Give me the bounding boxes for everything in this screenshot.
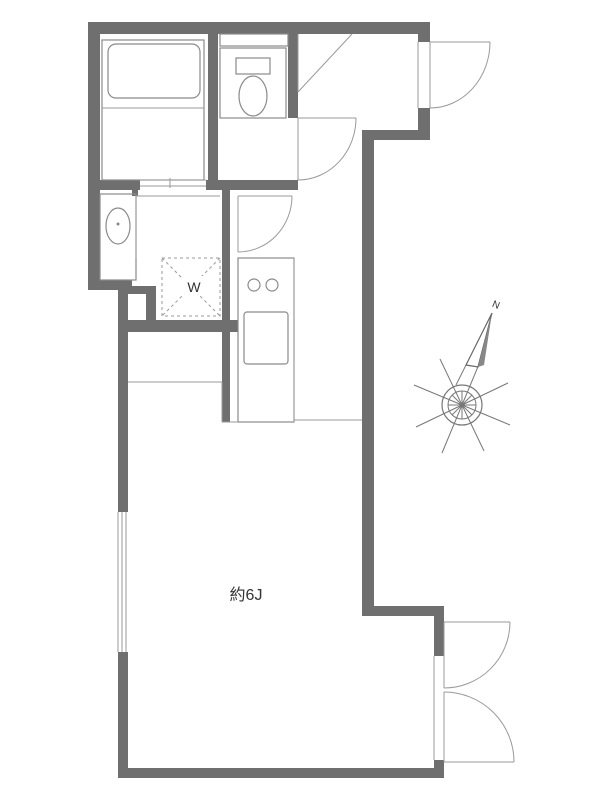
toilet [219, 33, 289, 119]
burner-left [247, 278, 261, 292]
entrance [297, 33, 491, 109]
bath-door [140, 178, 206, 188]
washer-label: W [187, 279, 201, 295]
bathtub [101, 39, 205, 181]
kitchen [237, 257, 362, 423]
main-room-label: 約6J [230, 586, 263, 604]
outer-walls [88, 22, 444, 778]
room-boundary [128, 381, 238, 423]
toilet-door [297, 117, 357, 181]
kitchen-sink [243, 311, 289, 365]
left-window [117, 512, 127, 652]
compass-icon [413, 312, 511, 454]
compass-north-label: N [490, 299, 501, 312]
washer-space [161, 257, 221, 317]
burner-right [265, 278, 279, 292]
balcony-doors [433, 621, 515, 763]
interior-walls [100, 34, 298, 422]
wash-basin [99, 193, 220, 281]
washroom-door [237, 195, 293, 253]
